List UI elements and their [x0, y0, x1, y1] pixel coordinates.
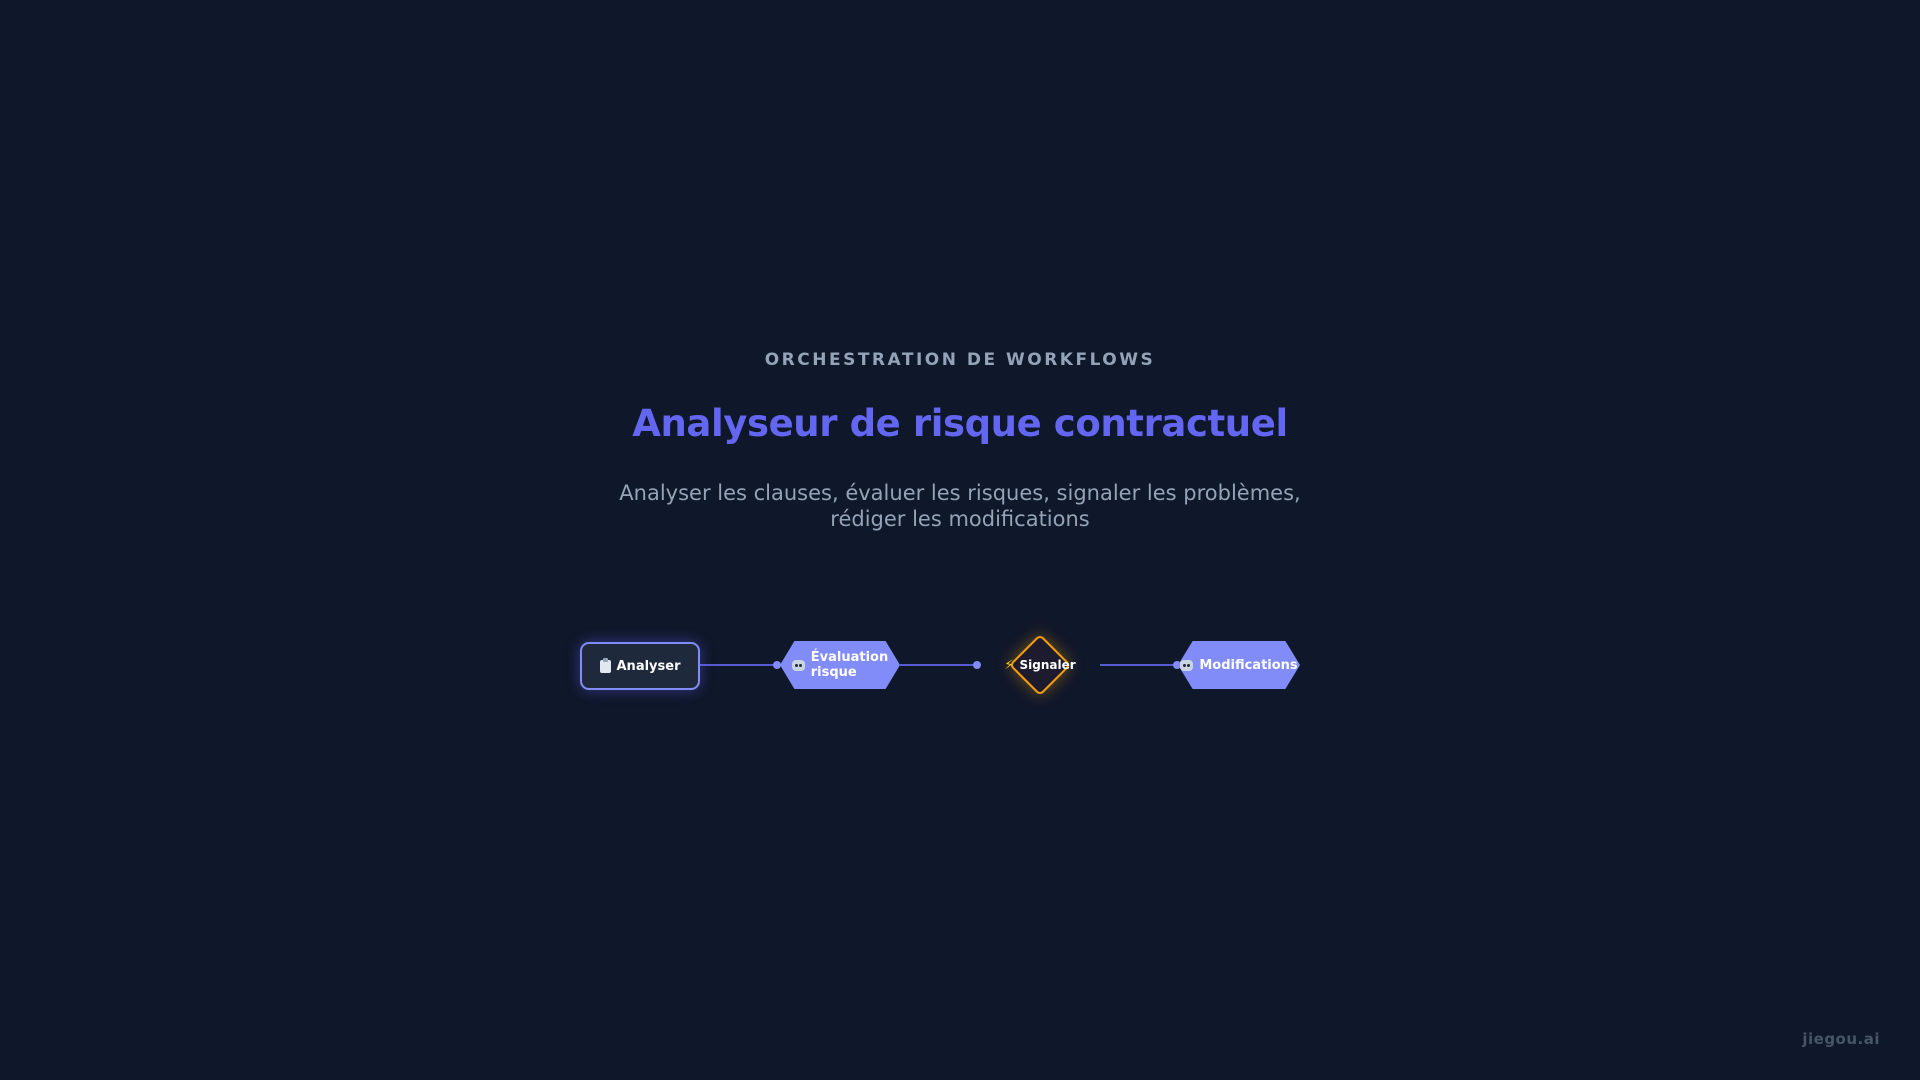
node-evaluation-label: Évaluation risque — [811, 650, 888, 680]
node-evaluation-label-line-2: risque — [810, 665, 857, 680]
node-analyser[interactable]: Analyser — [580, 642, 700, 690]
connector-evaluation-signaler — [900, 664, 976, 666]
node-evaluation-label-group: Évaluation risque — [791, 650, 888, 680]
connector-analyser-evaluation — [696, 664, 780, 666]
node-modifications-label-group: Modifications — [1180, 657, 1298, 673]
robot-icon — [1180, 659, 1194, 671]
connector-end-dot — [773, 661, 781, 669]
node-modifications[interactable]: Modifications — [1178, 641, 1300, 689]
node-signaler-label: Signaler — [1019, 658, 1076, 672]
subtitle-line-1: Analyser les clauses, évaluer les risque… — [619, 481, 1301, 505]
node-modifications-label: Modifications — [1199, 657, 1298, 673]
workflow-diagram: Analyser Évaluation risque ⚡ Signaler — [0, 620, 1920, 720]
node-signaler-label-row: ⚡ Signaler — [1004, 658, 1075, 673]
robot-icon — [791, 659, 805, 671]
connector-end-dot — [973, 661, 981, 669]
node-signaler-label-group: ⚡ Signaler — [1004, 634, 1075, 696]
clipboard-icon — [599, 657, 611, 673]
node-analyser-label-group: Analyser — [599, 657, 681, 674]
connector-signaler-modifications — [1100, 664, 1178, 666]
lightning-icon: ⚡ — [1004, 657, 1014, 673]
connector-end-dot — [1173, 661, 1181, 669]
section-eyebrow: ORCHESTRATION DE WORKFLOWS — [764, 350, 1156, 370]
page-subtitle: Analyser les clauses, évaluer les risque… — [560, 480, 1360, 532]
brand-watermark: jiegou.ai — [1802, 1030, 1880, 1048]
node-analyser-label: Analyser — [616, 658, 681, 674]
node-evaluation-risque[interactable]: Évaluation risque — [780, 641, 900, 689]
page-title: Analyseur de risque contractuel — [632, 402, 1288, 445]
node-signaler[interactable]: ⚡ Signaler — [1004, 633, 1076, 697]
node-evaluation-label-line-1: Évaluation — [810, 650, 889, 665]
subtitle-line-2: rédiger les modifications — [830, 507, 1090, 531]
